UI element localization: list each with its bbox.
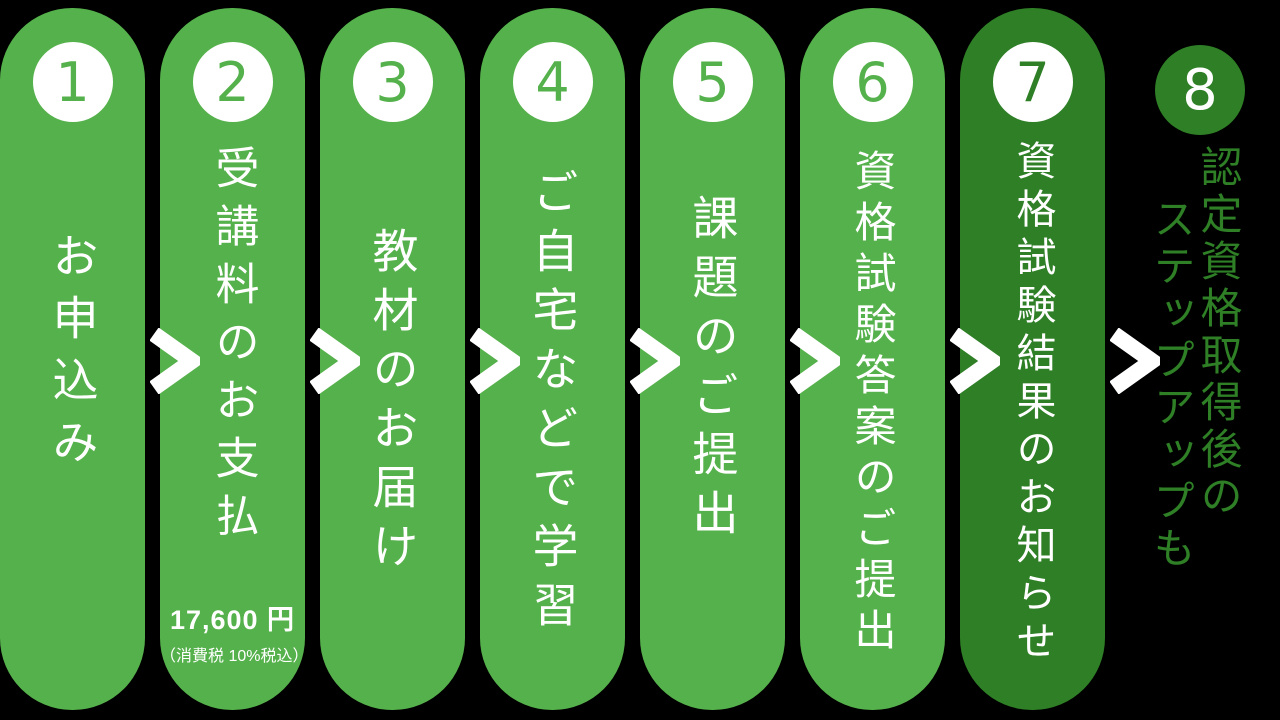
step-number-badge: 7 [992,42,1073,122]
step-label-area: ご自宅などで学習 [480,122,625,710]
step-pill-4: 4 ご自宅などで学習 [480,8,625,710]
course-fee: 17,600 円 （消費税 10%税込） [160,598,309,666]
step-label-area: 教材のお届け [320,122,465,710]
step-number-badge: 1 [32,42,113,122]
step-label: ご自宅などで学習 [526,167,579,640]
step-number: 3 [375,50,410,114]
step-label-area: 資格試験結果のお知らせ [960,122,1105,710]
chevron-right-icon [630,328,680,394]
step-number: 1 [55,50,90,114]
step-label-area: 受講料のお支払 [160,122,305,598]
step-number-badge-8: 8 [1155,45,1245,135]
chevron-right-icon [310,328,360,394]
step-label: お申込み [46,232,99,480]
step-number: 2 [215,50,250,114]
step-label: 資格試験答案のご提出 [849,148,896,659]
step-number: 8 [1182,57,1218,123]
step-8-label: 認定資格取得後の ステップアップも [1148,145,1242,573]
step-number-badge: 5 [672,42,753,122]
step-label-area: 課題のご提出 [640,122,785,710]
step-number: 5 [695,50,730,114]
step-number: 7 [1015,50,1050,114]
step-number-badge: 4 [512,42,593,122]
step-number: 4 [535,50,570,114]
chevron-right-icon [1110,328,1160,394]
step-pill-3: 3 教材のお届け [320,8,465,710]
step-number: 6 [855,50,890,114]
step-number-badge: 2 [192,42,273,122]
step-pill-6: 6 資格試験答案のご提出 [800,8,945,710]
step-number-badge: 3 [352,42,433,122]
step-label-area: 資格試験答案のご提出 [800,122,945,710]
chevron-right-icon [790,328,840,394]
step-8-label-line-1: 認定資格取得後の [1195,145,1242,521]
chevron-right-icon [470,328,520,394]
step-8-label-line-2: ステップアップも [1148,197,1195,573]
course-fee-amount: 17,600 円 [169,605,296,635]
step-label: 課題のご提出 [686,194,739,548]
step-number-badge: 6 [832,42,913,122]
step-pill-1: 1 お申込み [0,8,145,710]
chevron-right-icon [150,328,200,394]
step-label: 資格試験結果のお知らせ [1010,139,1055,668]
chevron-right-icon [950,328,1000,394]
step-label: 受講料のお支払 [208,144,258,551]
step-label: 教材のお届け [366,226,419,581]
step-pill-2: 2 受講料のお支払 17,600 円 （消費税 10%税込） [160,8,309,710]
course-fee-tax-note: （消費税 10%税込） [160,648,309,665]
step-label-area: お申込み [0,122,145,710]
